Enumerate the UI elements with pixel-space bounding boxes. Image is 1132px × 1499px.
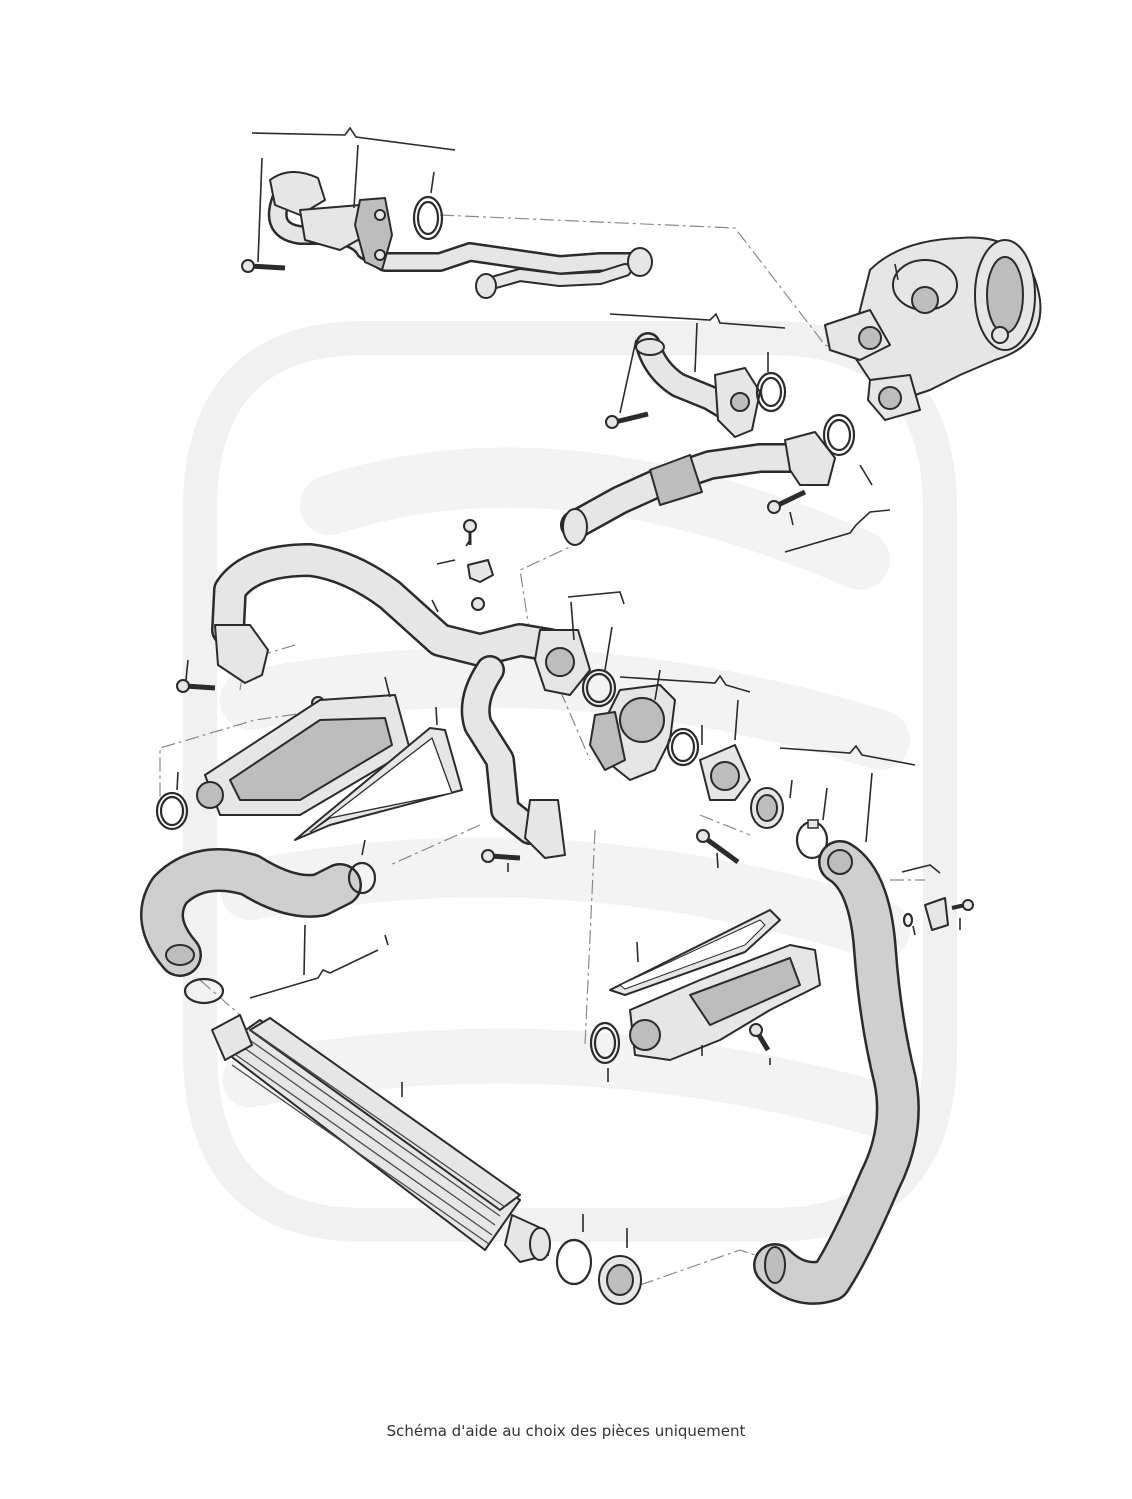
screw-icon	[767, 489, 807, 514]
sensor-icon	[924, 897, 949, 931]
coupling-ring	[750, 787, 784, 829]
o-ring-icon	[589, 1021, 621, 1065]
o-ring-icon	[155, 791, 189, 831]
screw-icon	[481, 849, 521, 863]
o-ring-icon	[581, 668, 617, 708]
screw-icon	[951, 899, 974, 911]
o-ring-icon	[666, 727, 700, 767]
turbo-feed-pipe	[560, 431, 836, 546]
turbo-outlet-elbow	[635, 332, 761, 438]
o-ring-icon	[902, 912, 914, 928]
boost-adapter	[699, 744, 751, 801]
sensor-icon	[463, 519, 494, 611]
charge-air-duct	[629, 944, 821, 1061]
screw-icon	[241, 259, 286, 273]
screw-icon	[696, 829, 740, 865]
intercooler	[211, 1014, 551, 1263]
o-ring-icon	[755, 371, 787, 413]
screw-icon	[749, 1023, 771, 1052]
screw-icon	[176, 679, 216, 693]
clamp-icon	[795, 819, 829, 860]
o-ring-icon	[412, 195, 444, 241]
clamp-icon	[183, 977, 225, 1005]
o-ring-icon	[822, 413, 856, 457]
intake-manifold	[196, 694, 411, 816]
leader-lines	[176, 126, 961, 1248]
intercooler-outlet-hose	[753, 840, 920, 1305]
intake-y-pipe	[211, 543, 591, 859]
intercooler-inlet-hose	[140, 848, 362, 977]
turbocharger	[824, 236, 1042, 421]
charge-air-pipe-upper	[267, 171, 653, 299]
clamp-icon	[555, 1238, 593, 1286]
diagram-caption: Schéma d'aide au choix des pièces unique…	[386, 1422, 746, 1440]
clamp-icon	[347, 861, 377, 895]
screw-icon	[605, 411, 649, 429]
lower-manifold-gasket	[609, 909, 781, 996]
manifold-gasket	[294, 727, 463, 841]
coupling-ring	[598, 1255, 642, 1305]
